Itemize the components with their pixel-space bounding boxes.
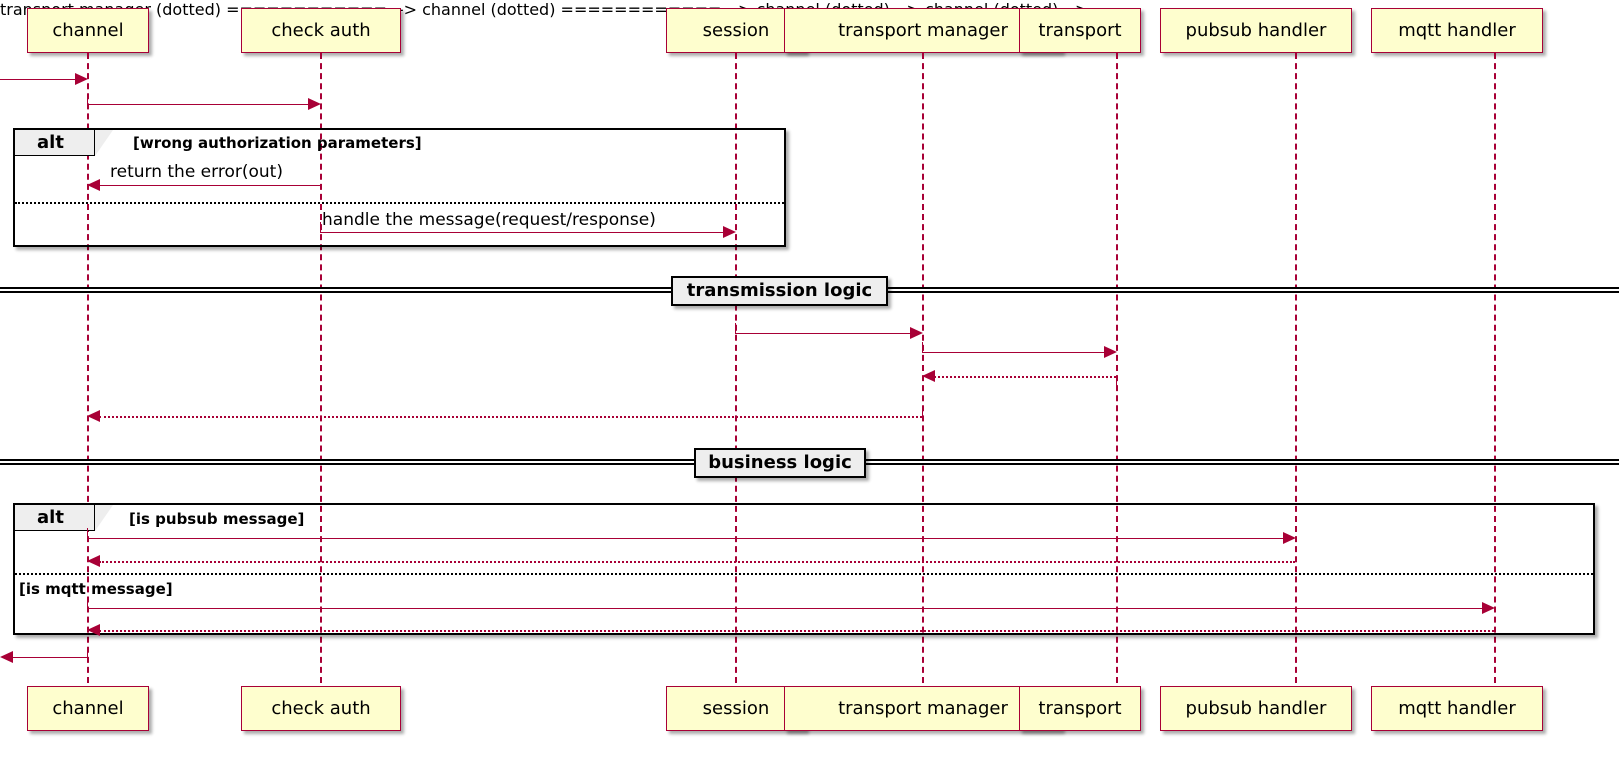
group-condition-alt-auth: [wrong authorization parameters] <box>133 134 422 152</box>
participant-box-session-top[interactable]: session <box>666 8 806 53</box>
group-tab-alt-auth: alt <box>15 130 95 156</box>
participant-box-transport-bottom[interactable]: transport <box>1019 686 1141 731</box>
group-divider-alt-auth <box>15 202 784 204</box>
participant-box-check-auth-top[interactable]: check auth <box>241 8 401 53</box>
participant-box-transport-top[interactable]: transport <box>1019 8 1141 53</box>
arrowhead-return-error <box>87 179 100 191</box>
lifeline-pubsub-handler <box>1295 53 1297 683</box>
message-stub-channel-to-pubsub <box>87 528 88 539</box>
group-keyword-label: alt <box>37 131 64 153</box>
lifeline-session <box>735 53 737 683</box>
message-line-tm-to-transport <box>922 352 1104 353</box>
message-line-channel-to-mqtt <box>87 608 1482 609</box>
message-line-return-error <box>99 185 320 186</box>
participant-label: transport manager <box>838 19 1008 41</box>
participant-label: channel <box>52 697 124 719</box>
arrowhead-mqtt-to-channel <box>87 624 100 636</box>
participant-box-pubsub-handler-top[interactable]: pubsub handler <box>1160 8 1352 53</box>
group-tab-notch-alt-handler <box>95 505 113 531</box>
lifeline-mqtt-handler <box>1494 53 1496 683</box>
arrowhead-tm-to-channel <box>87 410 100 422</box>
group-divider-alt-handler <box>15 573 1593 575</box>
message-stub-session-to-tm <box>735 323 736 334</box>
group-tab-alt-handler: alt <box>15 505 95 531</box>
message-line-channel-to-check-auth <box>87 104 309 105</box>
message-stub-tm-to-transport <box>922 342 923 353</box>
lifeline-channel <box>87 53 89 683</box>
participant-label: pubsub handler <box>1185 19 1327 41</box>
lifeline-transport <box>1116 53 1118 683</box>
participant-label: channel <box>52 19 124 41</box>
participant-box-pubsub-handler-bottom[interactable]: pubsub handler <box>1160 686 1352 731</box>
participant-label: session <box>702 697 770 719</box>
participant-label: transport <box>1038 19 1122 41</box>
participant-label: check auth <box>271 697 371 719</box>
participant-box-transport-manager-bottom[interactable]: transport manager <box>784 686 1062 731</box>
participant-label: transport manager <box>838 697 1008 719</box>
group-condition-alt-handler-mqtt: [is mqtt message] <box>19 580 173 598</box>
arrowhead-incoming-external <box>75 73 88 85</box>
message-line-session-to-tm <box>735 333 911 334</box>
participant-box-mqtt-handler-bottom[interactable]: mqtt handler <box>1371 686 1543 731</box>
group-frame-alt-handler <box>13 503 1595 635</box>
arrowhead-transport-to-tm <box>922 370 935 382</box>
separator-label: transmission logic <box>686 280 873 301</box>
message-stub-transport-to-tm <box>1116 376 1117 387</box>
group-condition-alt-handler-pubsub: [is pubsub message] <box>129 510 305 528</box>
participant-box-check-auth-bottom[interactable]: check auth <box>241 686 401 731</box>
message-line-transport-to-tm <box>934 376 1116 378</box>
separator-box-transmission-logic: transmission logic <box>671 276 888 306</box>
message-line-incoming-external <box>0 79 76 80</box>
group-tab-notch-alt-auth <box>95 130 113 156</box>
group-keyword-label: alt <box>37 506 64 528</box>
message-stub-channel-to-check-auth <box>87 95 88 105</box>
arrowhead-pubsub-to-channel <box>87 555 100 567</box>
lifeline-transport-manager <box>922 53 924 683</box>
arrowhead-channel-to-pubsub <box>1283 532 1296 544</box>
message-line-channel-to-pubsub <box>87 538 1283 539</box>
message-stub-handle-message <box>320 222 321 233</box>
arrowhead-session-to-tm <box>910 327 923 339</box>
message-line-tm-to-channel <box>99 416 922 418</box>
message-stub-tm-to-channel <box>922 406 923 417</box>
arrowhead-channel-to-mqtt <box>1482 602 1495 614</box>
message-label-return-error: return the error(out) <box>110 162 283 182</box>
participant-box-channel-bottom[interactable]: channel <box>27 686 149 731</box>
message-line-pubsub-to-channel <box>99 561 1295 563</box>
participant-box-transport-manager-top[interactable]: transport manager <box>784 8 1062 53</box>
participant-label: mqtt handler <box>1398 697 1516 719</box>
arrowhead-outgoing-external <box>0 651 13 663</box>
message-stub-channel-to-mqtt <box>87 598 88 609</box>
message-line-outgoing-external <box>12 657 88 658</box>
message-stub-outgoing-external <box>87 647 88 658</box>
message-label-handle-message: handle the message(request/response) <box>322 210 656 230</box>
arrowhead-tm-to-transport <box>1104 346 1117 358</box>
participant-label: pubsub handler <box>1185 697 1327 719</box>
arrowhead-channel-to-check-auth <box>308 98 321 110</box>
lifeline-check-auth <box>320 53 322 683</box>
participant-label: mqtt handler <box>1398 19 1516 41</box>
arrowhead-handle-message <box>723 226 736 238</box>
separator-box-business-logic: business logic <box>694 448 866 478</box>
participant-label: transport <box>1038 697 1122 719</box>
participant-box-mqtt-handler-top[interactable]: mqtt handler <box>1371 8 1543 53</box>
participant-label: session <box>702 19 770 41</box>
participant-box-channel-top[interactable]: channel <box>27 8 149 53</box>
message-line-handle-message <box>320 232 724 233</box>
separator-label: business logic <box>708 452 852 473</box>
group-frame-alt-auth <box>13 128 786 247</box>
participant-label: check auth <box>271 19 371 41</box>
message-line-mqtt-to-channel <box>99 630 1494 632</box>
